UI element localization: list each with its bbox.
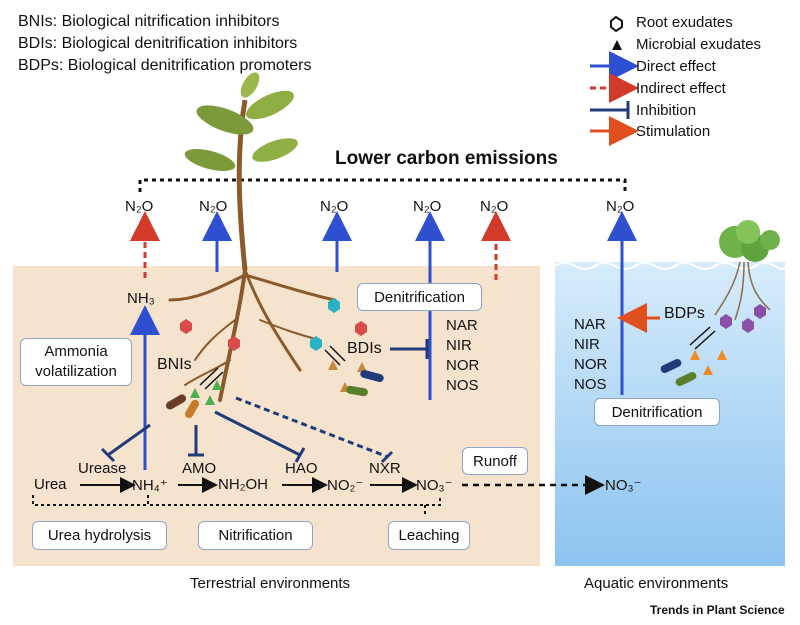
urea-label: Urea	[34, 476, 67, 493]
bdis-inhibition	[390, 339, 429, 359]
root-exudate-legend-icon	[610, 15, 623, 33]
aquatic-enzyme-nar: NAR	[574, 316, 606, 333]
hao-label: HAO	[285, 460, 318, 477]
process-brackets	[32, 495, 441, 515]
n2o-label-3: N₂O	[320, 198, 349, 215]
aquatic-enzyme-nor: NOR	[574, 356, 608, 373]
urease-label: Urease	[78, 460, 127, 477]
n2o-label-4: N₂O	[413, 198, 442, 215]
lower-carbon-emissions-title: Lower carbon emissions	[335, 148, 558, 169]
plant-leaves	[184, 72, 298, 171]
n2o-label-5: N₂O	[480, 198, 509, 215]
aquatic-enzyme-nos: NOS	[574, 376, 607, 393]
aquatic-enzyme-nir: NIR	[574, 336, 600, 353]
legend-root-exudates: Root exudates	[636, 14, 733, 31]
urea-hydrolysis-box: Urea hydrolysis	[32, 521, 167, 550]
legend-microbial-exudates: Microbial exudates	[636, 36, 762, 53]
no3-label: NO₃⁻	[416, 477, 453, 494]
terrestrial-microbes	[165, 369, 384, 419]
bnis-exchange-arrows	[199, 367, 224, 390]
legend-direct-effect: Direct effect	[636, 58, 716, 75]
nh3-label: NH₃	[127, 290, 155, 307]
abbrev-bdis: BDIs: Biological denitrification inhibit…	[18, 35, 298, 52]
bnis-inhibitions	[100, 410, 306, 463]
aquatic-caption: Aquatic environments	[584, 575, 729, 592]
aquatic-no3-label: NO₃⁻	[605, 477, 642, 494]
enzyme-nir: NIR	[446, 337, 472, 354]
emissions-bracket	[138, 178, 627, 192]
ammonia-volatilization-box: Ammonia volatilization	[20, 338, 132, 386]
denitrification-box-aquatic: Denitrification	[594, 398, 720, 426]
abbrev-bdps: BDPs: Biological denitrification promote…	[18, 57, 312, 74]
journal-logo: Trends in Plant Science	[650, 603, 785, 617]
microbial-exudate-triangles	[190, 350, 727, 405]
bdps-label: BDPs	[664, 305, 705, 322]
nitrification-box: Nitrification	[198, 521, 313, 550]
ammonia-volatilization-line2: volatilization	[35, 363, 117, 380]
denitrification-box-terrestrial: Denitrification	[357, 283, 482, 311]
root-exudate-hexagons	[180, 298, 367, 351]
nxr-inhibition-cap	[380, 450, 394, 464]
nh4-label: NH₄⁺	[132, 477, 168, 494]
legend-indirect-effect: Indirect effect	[636, 80, 726, 97]
no2-label: NO₂⁻	[327, 477, 364, 494]
bdis-label: BDIs	[347, 340, 382, 357]
enzyme-nar: NAR	[446, 317, 478, 334]
microbial-exudate-legend-icon	[612, 40, 622, 50]
n2o-label-2: N₂O	[199, 198, 228, 215]
bdps-exchange-arrows	[689, 326, 716, 350]
enzyme-nos: NOS	[446, 377, 479, 394]
n2o-label-1: N₂O	[125, 198, 154, 215]
n2o-label-6: N₂O	[606, 198, 635, 215]
enzyme-nor: NOR	[446, 357, 480, 374]
terrestrial-soil-panel	[13, 266, 540, 566]
aquatic-microbes	[660, 359, 697, 386]
nh2oh-label: NH₂OH	[218, 476, 268, 493]
terrestrial-enzyme-list: NAR NIR NOR NOS	[446, 316, 479, 396]
leaching-box: Leaching	[388, 521, 470, 550]
legend-stimulation: Stimulation	[636, 123, 711, 140]
aquatic-plant	[714, 220, 780, 321]
legend-symbols	[590, 15, 639, 146]
aquatic-enzyme-list: NAR NIR NOR NOS	[574, 315, 607, 395]
aquatic-root-exudates	[720, 304, 766, 333]
bdis-exchange-arrows	[324, 345, 346, 366]
water-surface-wave	[554, 262, 786, 270]
ammonia-volatilization-line1: Ammonia	[44, 343, 108, 360]
bnis-nxr-indirect-inhibition	[235, 396, 389, 459]
abbrev-bnis: BNIs: Biological nitrification inhibitor…	[18, 13, 280, 30]
terrestrial-caption: Terrestrial environments	[190, 575, 351, 592]
runoff-box: Runoff	[462, 447, 528, 475]
legend-inhibition: Inhibition	[636, 102, 697, 119]
nxr-label: NXR	[369, 460, 401, 477]
amo-label: AMO	[182, 460, 217, 477]
bnis-label: BNIs	[157, 356, 192, 373]
